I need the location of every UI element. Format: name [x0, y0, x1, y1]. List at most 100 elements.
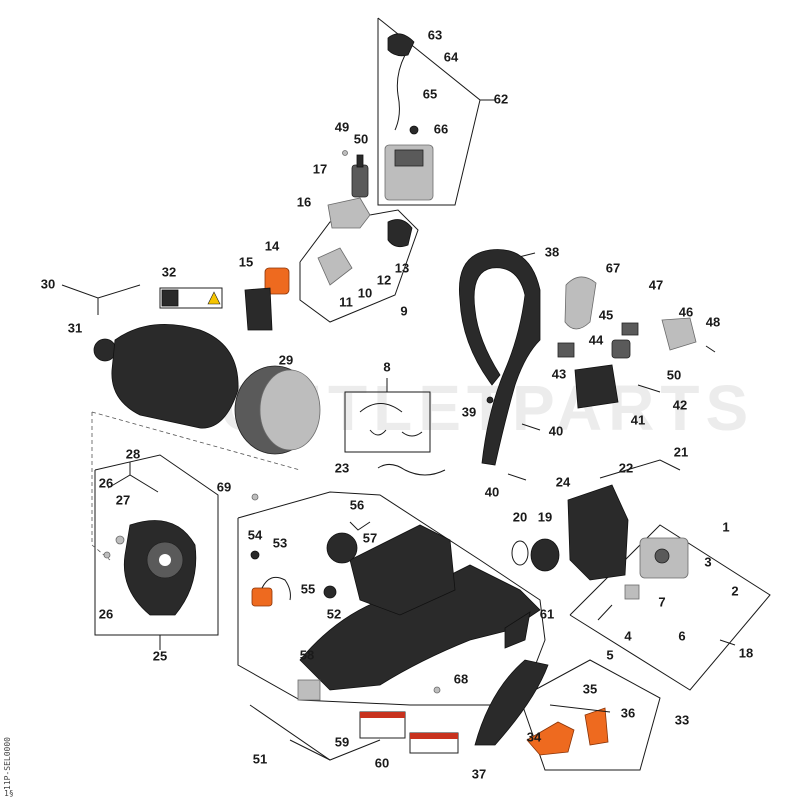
part-43-cap: [557, 342, 575, 358]
callout-27: 27: [116, 492, 130, 507]
callout-21: 21: [674, 444, 688, 459]
callout-43: 43: [552, 366, 566, 381]
callout-55: 55: [301, 581, 315, 596]
callout-69: 69: [217, 479, 231, 494]
part-63-assembly: [384, 33, 434, 201]
callout-48: 48: [706, 314, 720, 329]
part-61-label: [409, 732, 459, 754]
part-25-housing: [123, 520, 197, 616]
callout-60: 60: [375, 755, 389, 770]
callout-6: 6: [678, 628, 685, 643]
callout-33: 33: [675, 712, 689, 727]
callout-25: 25: [153, 648, 167, 663]
callout-1: 1: [722, 519, 729, 534]
part-51-crankcase: [299, 564, 541, 691]
part-19-seal: [530, 538, 560, 572]
part-52-plug: [323, 585, 337, 599]
part-54-bolt: [250, 550, 260, 560]
part-70-screw: [251, 493, 259, 501]
diagram-mark: 1§: [4, 789, 14, 798]
svg-text:11P-SEL0000: 11P-SEL0000: [3, 737, 12, 790]
callout-3: 3: [704, 554, 711, 569]
parts: [93, 33, 736, 756]
callout-24: 24: [556, 474, 571, 489]
callout-4: 4: [624, 628, 632, 643]
callout-59: 59: [335, 734, 349, 749]
part-13-throttle: [387, 219, 413, 248]
part-18-screw: [719, 639, 736, 646]
callout-44: 44: [589, 332, 604, 347]
part-14-ignition: [264, 267, 290, 295]
callout-9: 9: [400, 303, 407, 318]
callout-64: 64: [444, 49, 459, 64]
callout-47: 47: [649, 277, 663, 292]
part-28-washer: [115, 535, 125, 545]
callout-57: 57: [363, 530, 377, 545]
callout-19: 19: [538, 509, 552, 524]
callout-36: 36: [621, 705, 635, 720]
callout-42: 42: [673, 397, 687, 412]
part-8-hoses: [359, 403, 423, 437]
callout-12: 12: [377, 272, 391, 287]
part-41-brake: [574, 364, 619, 409]
part-38-handle: [458, 249, 541, 466]
part-40-screw: [521, 423, 541, 431]
callout-67: 67: [606, 260, 620, 275]
callout-68: 68: [454, 671, 468, 686]
callout-65: 65: [423, 86, 437, 101]
part-39-screw: [486, 396, 494, 404]
callout-50: 50: [354, 131, 368, 146]
callout-32: 32: [162, 264, 176, 279]
callout-13: 13: [395, 260, 409, 275]
callout-35: 35: [583, 681, 597, 696]
callout-62: 62: [494, 91, 508, 106]
callout-38: 38: [545, 244, 559, 259]
callout-18: 18: [739, 645, 753, 660]
callout-53: 53: [273, 535, 287, 550]
callout-2: 2: [731, 583, 738, 598]
part-1-carb: [597, 537, 689, 621]
callout-58: 58: [300, 647, 314, 662]
part-40-screw-b: [507, 473, 527, 481]
part-33-knob: [584, 707, 609, 746]
part-44-spring: [611, 339, 631, 359]
callout-34: 34: [527, 729, 542, 744]
part-15-bracket: [244, 287, 273, 331]
part-62-plate: [504, 611, 531, 649]
part-55-coil: [251, 587, 273, 607]
part-46-handle: [661, 317, 697, 351]
part-23-hose: [377, 464, 446, 476]
callout-56: 56: [350, 497, 364, 512]
callout-labels: 1234567891011121314151617181920212223242…: [41, 27, 753, 781]
callout-26: 26: [99, 606, 113, 621]
callout-16: 16: [297, 194, 311, 209]
callout-49: 49: [335, 119, 349, 134]
callout-63: 63: [428, 27, 442, 42]
callout-20: 20: [513, 509, 527, 524]
callout-30: 30: [41, 276, 55, 291]
callout-45: 45: [599, 307, 613, 322]
part-34-latch: [526, 721, 575, 756]
callout-26: 26: [99, 475, 113, 490]
callout-17: 17: [313, 161, 327, 176]
callout-29: 29: [279, 352, 293, 367]
part-51-block: [349, 524, 456, 616]
callout-40: 40: [485, 484, 499, 499]
callout-61: 61: [540, 606, 554, 621]
callout-14: 14: [265, 238, 280, 253]
part-60-label: [359, 711, 406, 739]
part-37-bar: [474, 659, 549, 746]
part-9-trigger: [317, 247, 353, 286]
part-31-knob: [93, 338, 117, 362]
callout-41: 41: [631, 412, 645, 427]
callout-51: 51: [253, 751, 267, 766]
callout-31: 31: [68, 320, 82, 335]
callout-66: 66: [434, 121, 448, 136]
part-58-flywheel: [326, 532, 358, 564]
part-68-guard: [564, 276, 597, 330]
part-45-pawl: [621, 322, 639, 336]
callout-23: 23: [335, 460, 349, 475]
callout-5: 5: [606, 647, 613, 662]
callout-54: 54: [248, 527, 263, 542]
